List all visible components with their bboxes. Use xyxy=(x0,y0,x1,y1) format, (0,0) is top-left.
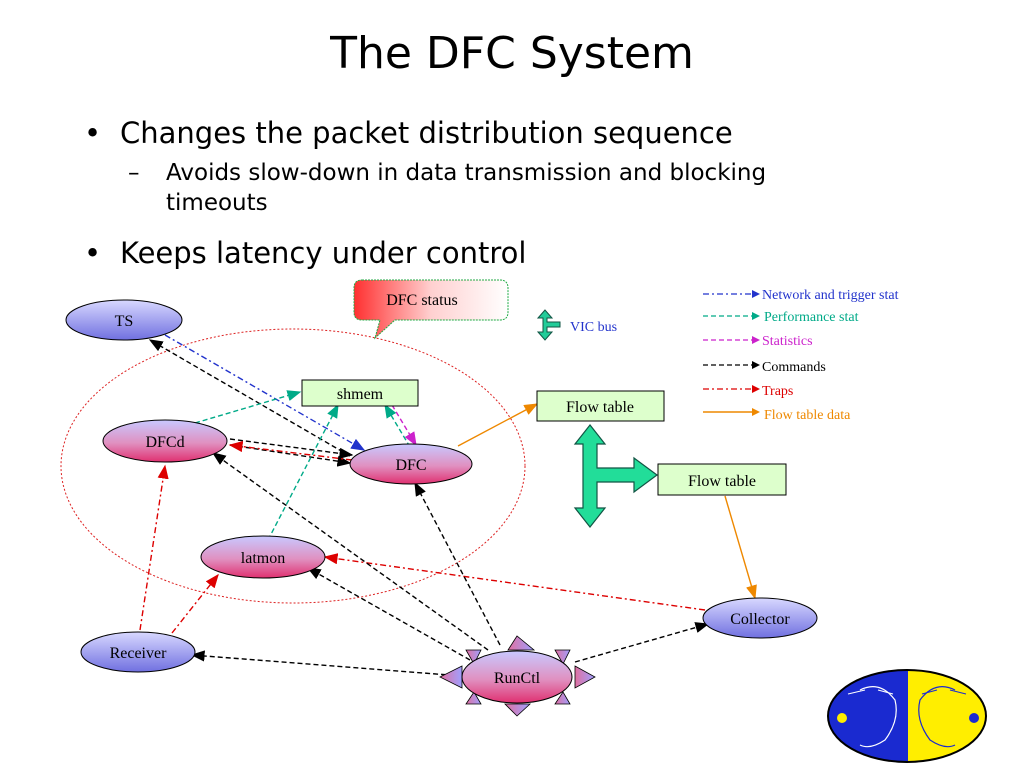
edge-shmem-dfc xyxy=(391,404,417,447)
bullet-text: Changes the packet distribution sequence xyxy=(120,116,733,150)
node-dfc-label: DFC xyxy=(395,457,426,474)
sub-bullet-dash: – xyxy=(128,160,140,186)
edge-dfc-dfcd-trap xyxy=(228,440,353,461)
bullet-text: Keeps latency under control xyxy=(120,236,527,270)
slide-title: The DFC System xyxy=(330,28,694,79)
edge-receiver-latmon xyxy=(171,573,219,634)
node-ts-label: TS xyxy=(115,313,134,330)
edge-flowtable-collector xyxy=(724,495,757,600)
shmem-label: shmem xyxy=(337,386,384,403)
node-latmon-label: latmon xyxy=(241,550,285,567)
node-dfcd: DFCd xyxy=(102,419,228,463)
lab-logo xyxy=(827,669,987,763)
legend-item-traps: Traps xyxy=(703,384,793,399)
node-runctl-label: RunCtl xyxy=(494,670,541,687)
legend-label: Traps xyxy=(762,384,793,399)
legend-item-commands: Commands xyxy=(703,360,826,375)
edge-runctl-receiver xyxy=(190,650,463,677)
bullet-list: • Changes the packet distribution sequen… xyxy=(84,112,984,278)
edge-dfc-flowtable xyxy=(457,403,539,447)
vic-bus-connector xyxy=(573,424,659,528)
node-latmon: latmon xyxy=(200,535,326,579)
sub-bullet-text: Avoids slow-down in data transmission an… xyxy=(166,160,767,216)
node-dfcd-label: DFCd xyxy=(145,434,184,451)
node-dfc: DFC xyxy=(349,443,473,485)
edge-runctl-collector xyxy=(574,622,710,663)
flow-table-box-2: Flow table xyxy=(657,463,787,496)
dfc-status-callout: DFC status xyxy=(353,279,509,340)
edge-receiver-dfcd xyxy=(139,464,169,631)
vic-bus-legend: VIC bus xyxy=(536,309,617,341)
flow-table-1-label: Flow table xyxy=(566,399,634,416)
node-ts: TS xyxy=(65,299,183,341)
edge-collector-latmon xyxy=(323,553,706,611)
flow-table-2-label: Flow table xyxy=(688,473,756,490)
edge-dfcd-dfc-cmd1 xyxy=(229,438,354,459)
bullet-item: • Keeps latency under control xyxy=(84,232,984,278)
legend-item-flowtable: Flow table data xyxy=(703,408,851,423)
edge-runctl-dfc xyxy=(414,481,501,646)
legend-label: Network and trigger stat xyxy=(762,288,899,303)
vic-bus-icon xyxy=(536,309,561,341)
callout-text: DFC status xyxy=(386,292,458,309)
legend-label: Statistics xyxy=(762,334,813,349)
edge-latmon-shmem xyxy=(267,403,339,541)
shmem-box: shmem xyxy=(301,379,419,407)
edge-dfc-shmem xyxy=(384,403,411,448)
vic-bus-label: VIC bus xyxy=(570,320,617,335)
node-collector-label: Collector xyxy=(730,611,790,628)
legend: Network and trigger stat Performance sta… xyxy=(703,288,899,423)
edge-dfc-ts-cmd xyxy=(148,339,351,457)
flow-table-box-1: Flow table xyxy=(536,390,665,422)
legend-item-statistics: Statistics xyxy=(703,334,813,349)
connectors xyxy=(139,334,757,677)
legend-item-network: Network and trigger stat xyxy=(703,288,899,303)
legend-item-performance: Performance stat xyxy=(703,310,859,325)
edge-dfcd-shmem xyxy=(194,390,302,424)
bullet-dot: • xyxy=(84,116,102,150)
edge-runctl-latmon xyxy=(306,567,471,661)
bullet-item: • Changes the packet distribution sequen… xyxy=(84,112,984,158)
dfc-boundary xyxy=(60,328,526,604)
node-runctl: RunCtl xyxy=(439,635,596,717)
sub-bullet-item: – Avoids slow-down in data transmission … xyxy=(84,158,866,218)
edge-ts-dfc-stat xyxy=(164,334,366,451)
legend-label: Performance stat xyxy=(764,310,859,325)
node-collector: Collector xyxy=(702,597,818,639)
legend-label: Flow table data xyxy=(764,408,851,423)
edge-dfcd-dfc-cmd2 xyxy=(229,444,352,467)
node-receiver-label: Receiver xyxy=(110,645,168,662)
bullet-dot: • xyxy=(84,236,102,270)
legend-label: Commands xyxy=(762,360,826,375)
node-receiver: Receiver xyxy=(80,631,196,673)
edge-runctl-dfcd xyxy=(211,452,489,651)
